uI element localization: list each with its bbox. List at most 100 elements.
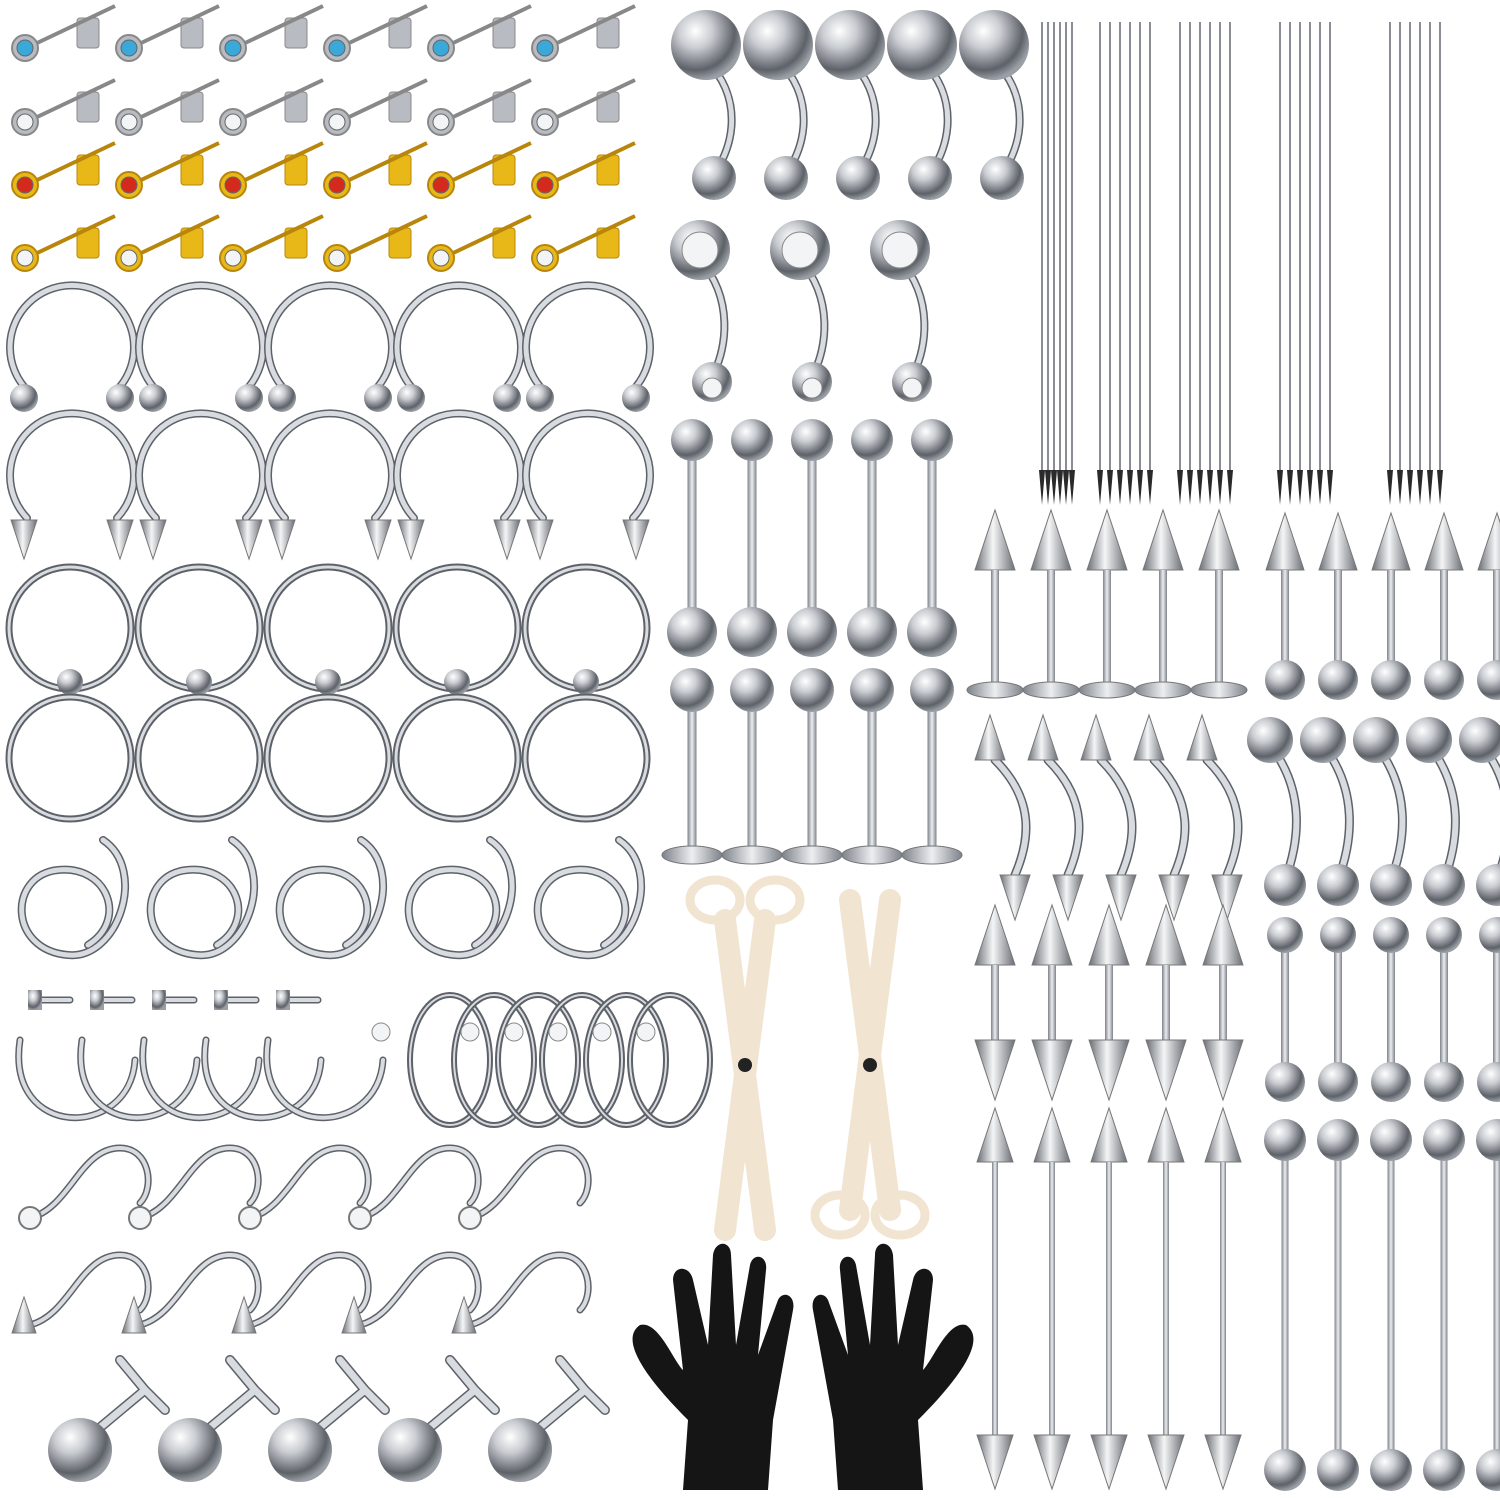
spike-end	[1090, 1106, 1128, 1163]
stud-earring	[219, 214, 324, 272]
belly-ring	[671, 10, 741, 200]
stud-earring	[427, 4, 532, 62]
ball-end	[1424, 1062, 1464, 1102]
captive-bead-ring	[5, 563, 135, 695]
spike-end	[397, 519, 425, 561]
barbell-spike-ball	[1265, 511, 1305, 700]
belly-ring	[743, 10, 813, 200]
spike-end	[999, 874, 1031, 922]
nose-hoop-l	[77, 990, 201, 1122]
barbell-spikes	[1088, 903, 1130, 1102]
ball-end	[622, 384, 650, 412]
ball-end	[268, 1418, 332, 1482]
barbell-balls	[1477, 917, 1500, 1102]
wire	[7, 282, 137, 393]
curved-barbell-spike	[1080, 713, 1137, 922]
gem	[371, 1022, 391, 1042]
nose-hoop-l	[263, 990, 387, 1122]
ball-end	[908, 156, 952, 200]
spike-end	[1202, 903, 1244, 966]
horseshoe-ring-spike	[135, 409, 267, 561]
wire	[301, 1356, 389, 1444]
seamless-ring	[5, 693, 135, 823]
labret	[661, 668, 723, 865]
ball-end	[730, 668, 774, 712]
wire	[265, 282, 395, 393]
barbell-spikes	[974, 903, 1016, 1102]
gem	[460, 1022, 480, 1042]
spike-end	[1265, 511, 1305, 571]
gem	[238, 1206, 262, 1230]
ball-end	[1459, 717, 1500, 763]
curved-barbell-spike	[1186, 713, 1243, 922]
ball-end	[1424, 660, 1464, 700]
nose-screw-spike	[341, 1251, 482, 1334]
spike-end	[526, 519, 554, 561]
belly-ring-gem	[870, 220, 932, 402]
ball-end	[158, 1418, 222, 1482]
nose-screw-gem	[238, 1144, 372, 1230]
spike-end	[974, 1039, 1016, 1102]
stud-earring	[323, 214, 428, 272]
wire	[28, 1252, 151, 1327]
glove-shape	[632, 1243, 794, 1490]
stud-earring	[11, 214, 116, 272]
ball-end	[1318, 660, 1358, 700]
barbell-spikes	[1145, 903, 1187, 1102]
spike-end	[235, 519, 263, 561]
spike-end	[1086, 508, 1128, 571]
horseshoe-ring-ball	[6, 281, 138, 412]
gem	[328, 249, 346, 267]
gem	[120, 176, 138, 194]
wire	[394, 282, 524, 393]
horseshoe-ring-spike	[264, 409, 396, 561]
spiral-ring	[17, 836, 130, 960]
wire	[202, 998, 323, 1120]
labret	[841, 668, 903, 865]
spike-end	[1088, 1039, 1130, 1102]
horseshoe-ring-ball	[522, 281, 654, 412]
bar	[1493, 570, 1500, 670]
spike-end	[1424, 511, 1464, 571]
ball-end	[887, 10, 957, 80]
bar	[1334, 570, 1342, 670]
wire	[535, 837, 644, 958]
bar	[927, 690, 937, 850]
bar	[747, 690, 757, 850]
ball-end	[235, 384, 263, 412]
ball-end	[268, 384, 296, 412]
stud-earring	[531, 4, 636, 62]
spike-end	[1090, 1434, 1128, 1491]
ball-end	[727, 607, 777, 657]
wire	[16, 998, 137, 1120]
belly-ring	[815, 10, 885, 200]
ball-end	[573, 669, 599, 695]
labret	[781, 668, 843, 865]
nose-hoop-l	[15, 990, 139, 1122]
labret	[721, 668, 783, 865]
bar	[1493, 1140, 1500, 1470]
curved-barbell-ball	[1459, 717, 1500, 906]
barbell-spike-ball	[1318, 511, 1358, 700]
horseshoe-ring-ball	[264, 281, 396, 412]
wire	[138, 1252, 261, 1327]
wire	[411, 1356, 499, 1444]
gem	[881, 231, 919, 269]
gem	[592, 1022, 612, 1042]
bar	[991, 965, 999, 1040]
gem	[128, 1206, 152, 1230]
ball-end	[1477, 660, 1500, 700]
labret-spike	[966, 508, 1024, 699]
gem	[16, 113, 34, 131]
spike-end	[1202, 1039, 1244, 1102]
gem	[432, 113, 450, 131]
ball-end	[1318, 1062, 1358, 1102]
wire	[248, 1252, 371, 1327]
ball-end	[526, 384, 554, 412]
ball-end	[850, 668, 894, 712]
gem	[328, 39, 346, 57]
glove-shape	[812, 1243, 974, 1490]
nose-screw-gem	[458, 1144, 592, 1230]
ball-end	[959, 10, 1029, 80]
wire	[140, 998, 261, 1120]
